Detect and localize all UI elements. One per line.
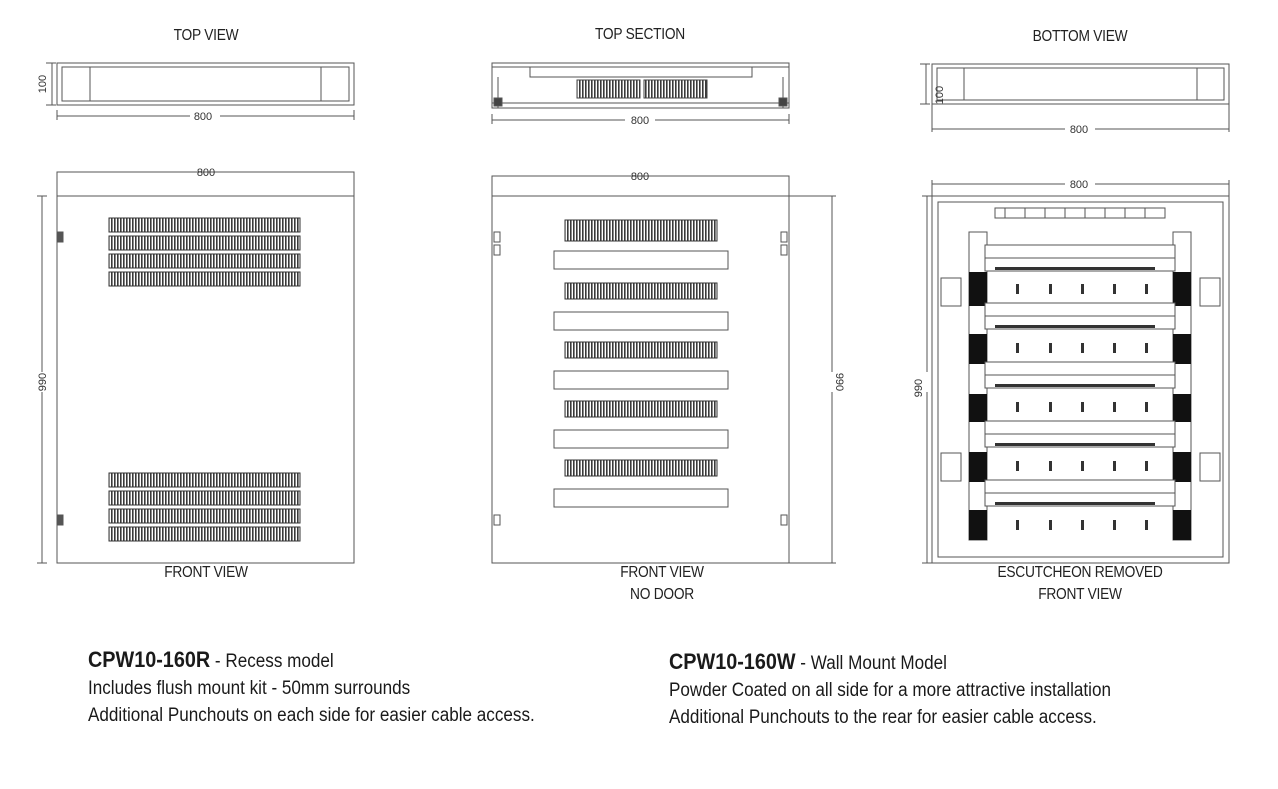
front-view-vents (108, 217, 301, 542)
panel-ports (995, 267, 1155, 530)
escutcheon-width-dim: 800 (1070, 179, 1088, 191)
no-door-width-dim: 800 (631, 171, 649, 183)
recess-model-title: CPW10-160R - Recess model (88, 646, 535, 675)
wall-model-line-2: Additional Punchouts to the rear for eas… (669, 707, 1097, 728)
wall-model-description: CPW10-160W - Wall Mount Model Powder Coa… (669, 648, 1111, 731)
top-view-width-dim: 800 (194, 111, 212, 123)
bottom-view-depth-dim: 100 (934, 86, 946, 104)
front-view-no-door-label-2: NO DOOR (630, 586, 694, 603)
patch-panels (984, 244, 1176, 507)
top-view-label: TOP VIEW (173, 27, 239, 44)
wall-model-line-1: Powder Coated on all side for a more att… (669, 680, 1111, 701)
top-view-drawing (46, 62, 355, 120)
wall-model-code: CPW10-160W (669, 649, 796, 674)
front-view-label: FRONT VIEW (164, 564, 248, 581)
wall-model-type: - Wall Mount Model (795, 653, 947, 674)
recess-model-description: CPW10-160R - Recess model Includes flush… (88, 646, 535, 729)
top-section-drawing (491, 62, 790, 124)
bottom-view-width-dim: 800 (1070, 124, 1088, 136)
recess-model-line-1: Includes flush mount kit - 50mm surround… (88, 678, 411, 699)
bottom-view-drawing (920, 63, 1230, 132)
no-door-height-dim: 990 (833, 373, 845, 391)
front-view-height-dim: 990 (37, 373, 49, 391)
bottom-view-label: BOTTOM VIEW (1032, 28, 1128, 45)
top-section-width-dim: 800 (631, 115, 649, 127)
recess-model-code: CPW10-160R (88, 647, 211, 672)
recess-model-type: - Recess model (210, 651, 334, 672)
front-view-no-door-label-1: FRONT VIEW (620, 564, 704, 581)
escutcheon-height-dim: 990 (913, 379, 925, 397)
front-view-width-dim: 800 (197, 167, 215, 179)
escutcheon-removed-label-2: FRONT VIEW (1038, 586, 1122, 603)
top-section-label: TOP SECTION (595, 26, 685, 43)
top-view-depth-dim: 100 (37, 75, 49, 93)
escutcheon-removed-label-1: ESCUTCHEON REMOVED (997, 564, 1163, 581)
wall-model-title: CPW10-160W - Wall Mount Model (669, 648, 1111, 677)
front-view-no-door-vents (564, 219, 718, 477)
escutcheon-rails (969, 272, 1191, 540)
recess-model-line-2: Additional Punchouts on each side for ea… (88, 705, 535, 726)
front-view-no-door-drawing (491, 175, 836, 564)
